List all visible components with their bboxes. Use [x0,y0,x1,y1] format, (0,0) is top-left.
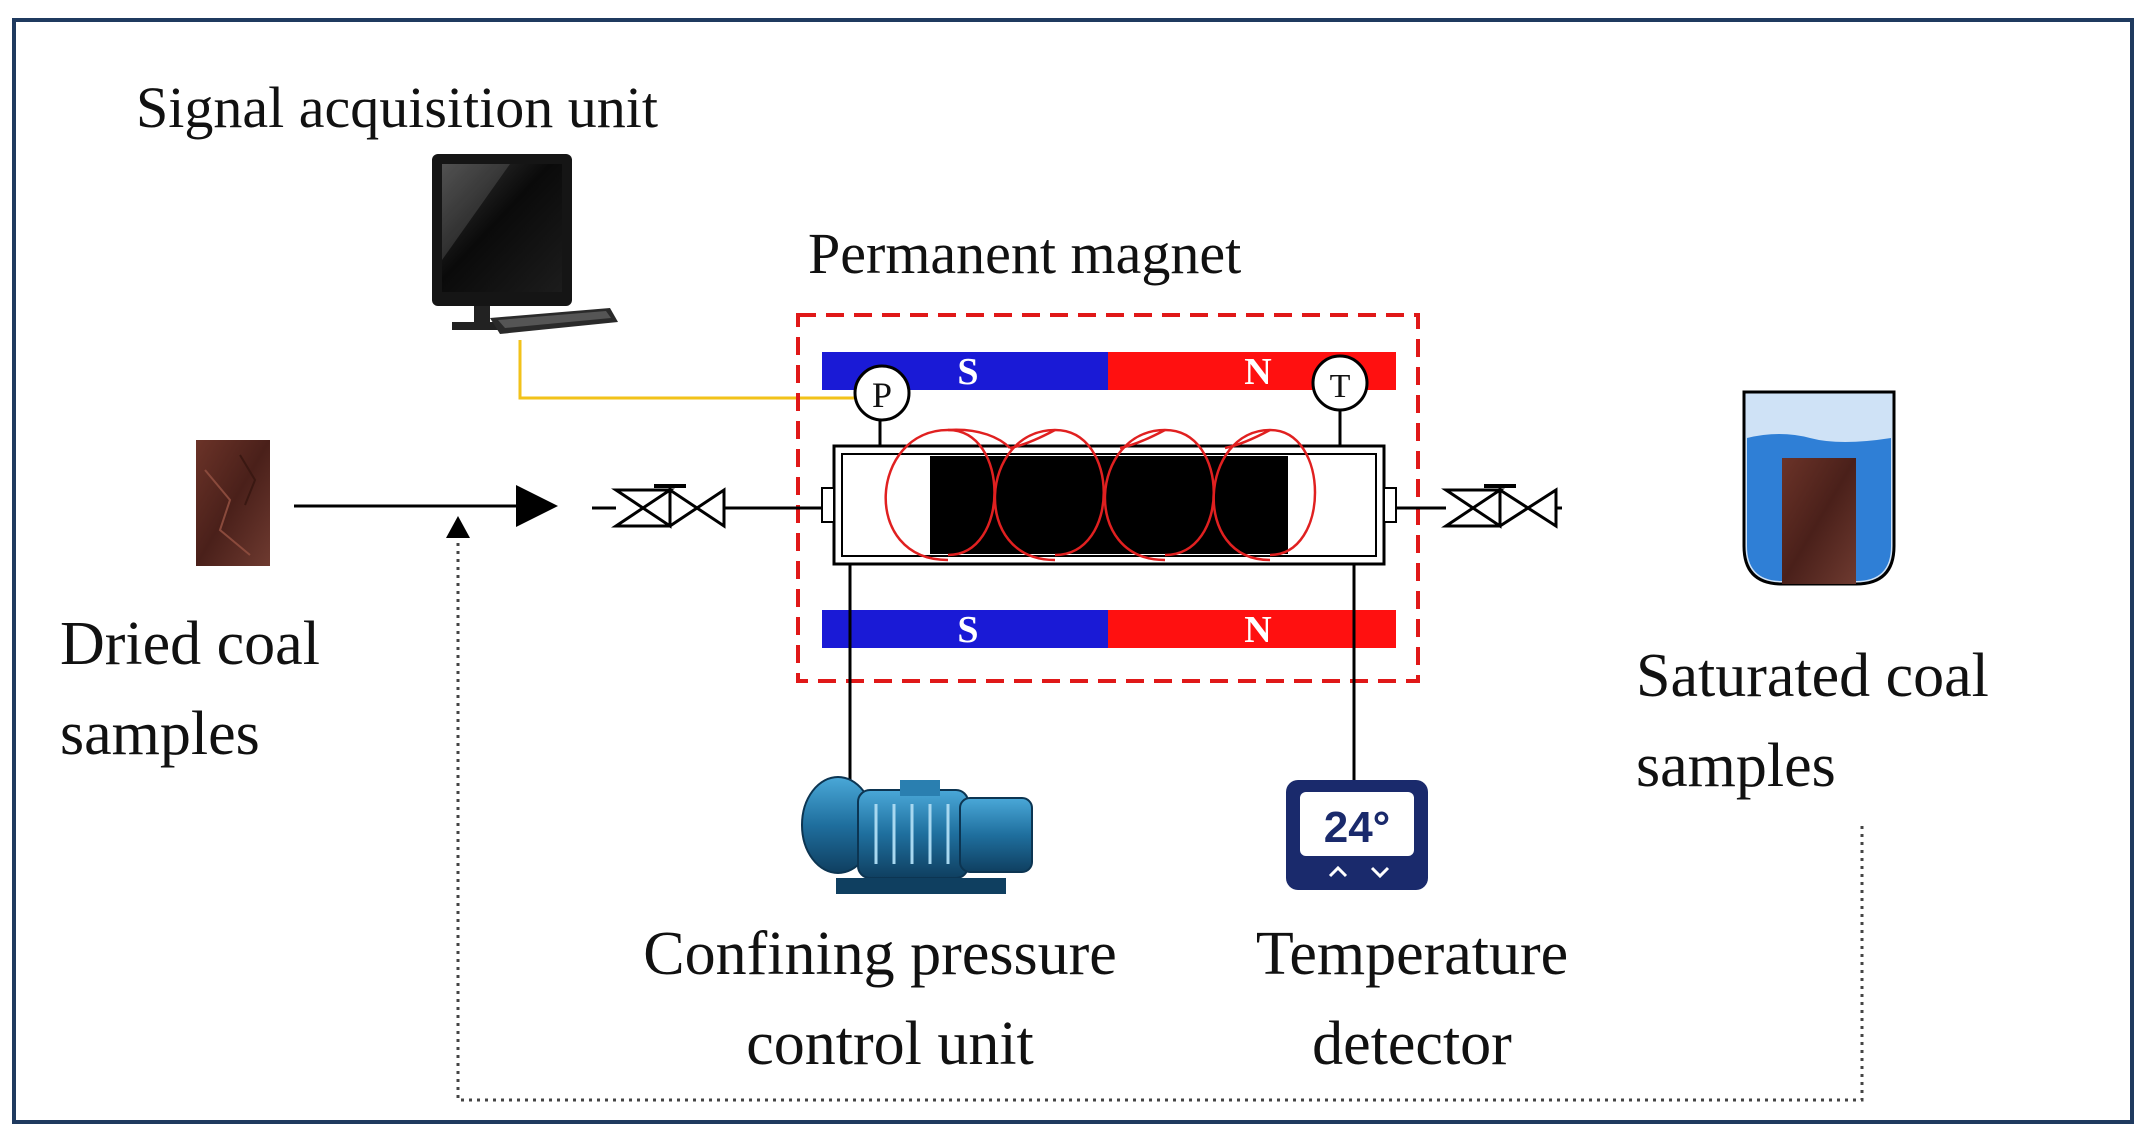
digital-thermometer-icon: 24° [1286,780,1428,890]
confining-label-line2: control unit [746,1010,1034,1078]
dried-coal-label-line1: Dried coal [60,610,320,678]
thermometer-reading: 24° [1324,803,1391,852]
return-arrow [446,516,470,538]
rf-coil [884,428,1317,562]
return-path [456,528,1864,1102]
computer-monitor-icon [432,154,618,334]
saturated-coal-sample [1782,458,1856,584]
magnet-label-s-top: S [957,351,978,393]
magnet-label-n-top: N [1244,351,1271,393]
dried-coal-sample [196,440,270,566]
magnet-enclosure [796,313,1420,683]
beaker-icon [1742,390,1896,586]
magnet-north-bottom [1108,610,1396,648]
pressure-gauge-label: P [872,375,892,415]
magnet-label-s-bottom: S [957,609,978,651]
permanent-magnet-label: Permanent magnet [808,221,1241,286]
pressure-gauge: P [853,364,911,422]
temperature-label-line1: Temperature [1256,920,1568,988]
temperature-label-line2: detector [1312,1010,1512,1078]
gate-valve-icon [1441,484,1558,529]
confining-label-line1: Confining pressure [643,920,1117,988]
magnet-label-n-bottom: N [1244,609,1271,651]
magnet-south-bottom [822,610,1108,648]
gate-valve-icon [611,484,726,529]
temperature-gauge-label: T [1330,368,1351,405]
signal-wire [518,340,868,400]
pump-motor-icon [801,776,1033,894]
signal-acquisition-label: Signal acquisition unit [136,75,658,140]
saturated-coal-label-line1: Saturated coal [1636,642,1989,710]
temperature-gauge: T [1311,354,1369,412]
dried-coal-label-line2: samples [60,700,260,768]
saturated-coal-label-line2: samples [1636,732,1836,800]
